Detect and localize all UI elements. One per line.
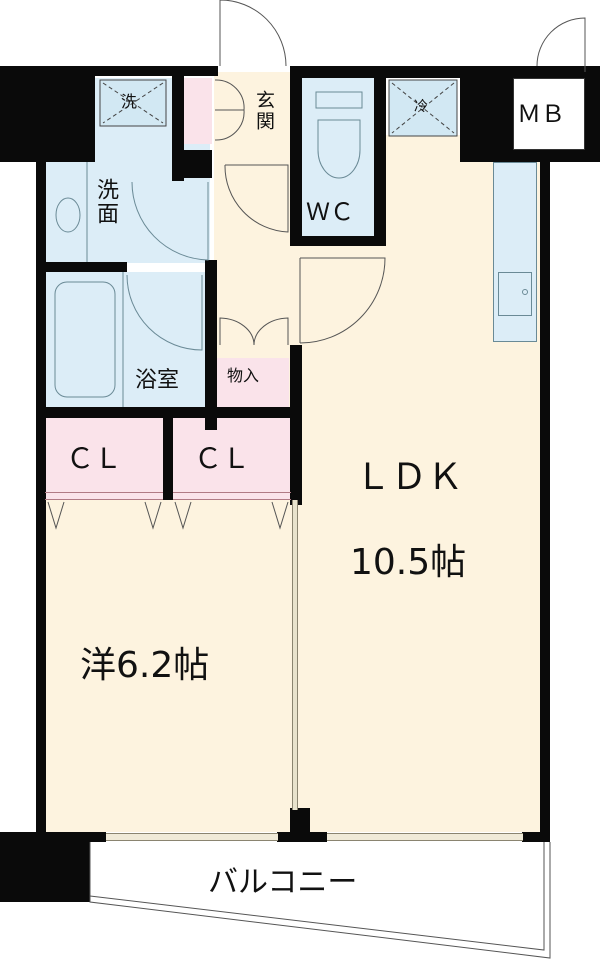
wall-right — [540, 162, 550, 842]
wall-bath-bottom — [45, 407, 300, 418]
window-ldk[interactable] — [327, 833, 523, 841]
washing-machine-label: 洗 — [121, 92, 138, 111]
bathroom-floor — [45, 272, 207, 407]
wall-left — [36, 162, 46, 842]
wall-top-right — [298, 66, 600, 78]
wall-entry-stub — [172, 150, 212, 178]
sink — [498, 272, 532, 316]
closet-1-label: ＣＬ — [66, 442, 123, 475]
closet-1-door-rail — [45, 492, 163, 500]
wall-bottom-center-stub — [290, 808, 310, 834]
shoe-cabinet — [182, 78, 212, 144]
meter-box — [513, 78, 585, 150]
wall-column-right — [460, 66, 515, 162]
wall-closet-divider — [163, 418, 173, 500]
wall-bottom-left — [36, 832, 106, 842]
closet-2-door-rail — [173, 492, 291, 500]
meter-box-label: ＭＢ — [517, 100, 565, 128]
storage-floor — [217, 358, 289, 408]
sink-drain — [522, 289, 528, 295]
toilet-label: ＷＣ — [306, 198, 354, 226]
refrigerator-label: 冷 — [414, 99, 428, 115]
window-western[interactable] — [106, 833, 278, 841]
ldk-size-label: 10.5帖 — [350, 542, 467, 583]
wall-bottom-left-block — [0, 832, 90, 902]
wall-bottom-right — [522, 832, 550, 842]
wall-mb-right — [585, 66, 600, 162]
wall-storage-right — [290, 345, 302, 505]
western-room-floor — [45, 500, 297, 832]
wall-bottom-center — [277, 832, 327, 842]
closet-2-label: ＣＬ — [194, 442, 251, 475]
ldk-name-label: ＬＤＫ — [355, 457, 464, 498]
wall-hall-right — [290, 66, 302, 238]
wall-wc-right — [374, 76, 386, 246]
bathroom-label: 浴室 — [135, 368, 180, 393]
wall-bath-right — [205, 260, 217, 430]
kitchen-counter — [493, 162, 537, 342]
closet-1-floor — [45, 418, 163, 500]
wall-mb-bottom — [515, 150, 600, 162]
wall-wc-bottom — [290, 236, 386, 246]
wall-top — [95, 66, 218, 76]
entrance-label: 玄関 — [253, 90, 275, 132]
closet-2-floor — [173, 418, 291, 500]
wall-wash-bath — [45, 262, 127, 272]
washroom-label: 洗面 — [93, 178, 118, 226]
wall-top-left-block — [0, 66, 95, 162]
storage-label: 物入 — [227, 366, 260, 385]
partition-sliding-door[interactable] — [292, 500, 298, 810]
balcony-label: バルコニー — [208, 865, 358, 900]
western-room-label: 洋6.2帖 — [80, 645, 210, 686]
